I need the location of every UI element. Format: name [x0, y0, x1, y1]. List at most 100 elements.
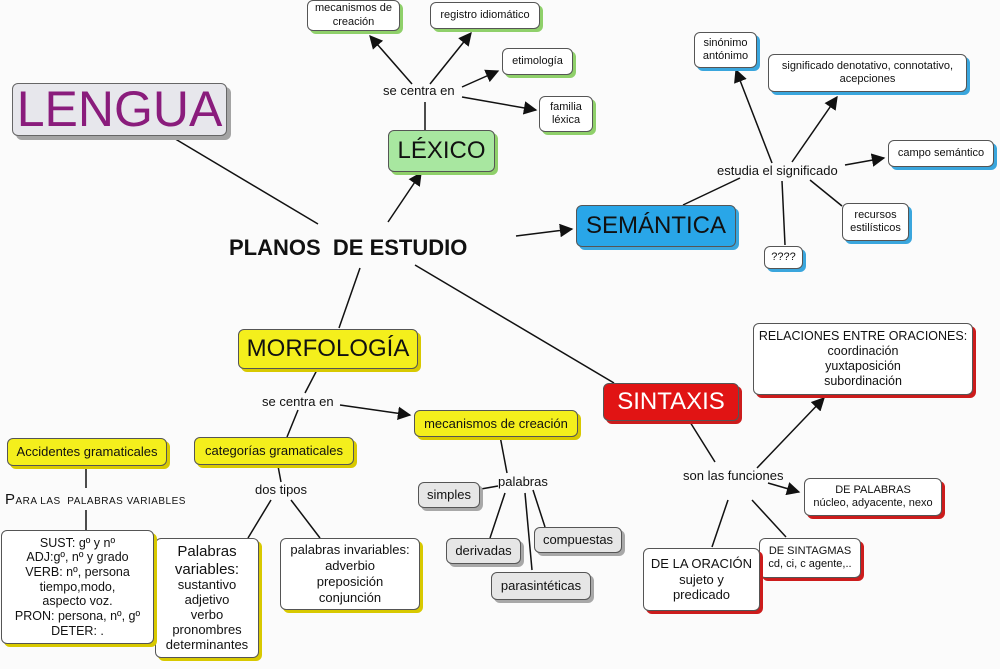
line-morfologia-link [304, 367, 319, 394]
relaciones-node: RELACIONES ENTRE ORACIONES: coordinación… [753, 323, 973, 395]
lexico-mecanismos-line-1: mecanismos de [314, 2, 393, 15]
line-center-lexico [387, 171, 422, 223]
line-link-palabras [767, 482, 801, 496]
invariables-heading: palabras invariables: [290, 542, 410, 558]
lexico-mecanismos-node: mecanismos de creación [307, 0, 400, 31]
lexico-etimologia-text: etimología [512, 54, 563, 67]
semantica-sinonimo-line-2: antónimo [702, 50, 749, 62]
simples-node: simples [418, 482, 480, 508]
semantica-sinonimo-node: sinónimo antónimo [694, 32, 757, 68]
accidentes-box-line-7: DETER: . [51, 623, 104, 638]
accidentes-box-line-5: aspecto voz. [42, 594, 113, 609]
accidentes-box-line-4: tiempo,modo, [39, 579, 116, 594]
line-link-campo [844, 153, 886, 167]
categorias-node: categorías gramaticales [194, 437, 354, 465]
line-sintaxis-link [689, 421, 716, 463]
line-title-center [171, 136, 319, 225]
line-mecanismos-palabras [499, 435, 508, 474]
semantica-significado-line-1: significado denotativo, connotativo, [781, 59, 954, 72]
semantica-sinonimo-line-1: sinónimo [703, 36, 748, 49]
accidentes-box-node: SUST: gº y nº ADJ:gº, nº y grado VERB: n… [1, 530, 154, 644]
title-lengua: LENGUA [12, 81, 227, 137]
sintaxis-label: SINTAXIS [617, 388, 725, 416]
invariables-item-2: preposición [316, 574, 384, 589]
line-categorias-dostipos [277, 465, 282, 483]
de-palabras-node: DE PALABRAS núcleo, adyacente, nexo [804, 478, 942, 516]
lexico-label: LÉXICO [397, 137, 486, 165]
morfologia-label: MORFOLOGÍA [246, 335, 410, 363]
accidentes-box-line-1: SUST: gº y nº [39, 535, 116, 550]
line-link-etimologia [461, 69, 500, 88]
invariables-item-3: conjunción [318, 589, 382, 605]
variables-heading-1: Palabras [177, 543, 237, 561]
lexico-registro-node: registro idiomático [430, 2, 540, 29]
lexico-etimologia-node: etimología [502, 48, 573, 75]
relaciones-item-3: subordinación [824, 374, 902, 389]
compuestas-node: compuestas [534, 527, 622, 553]
line-link-unknown [781, 180, 786, 246]
de-sintagmas-detail: cd, ci, c agente,.. [768, 558, 852, 570]
line-link-relaciones [756, 397, 825, 469]
line-center-semantica [515, 223, 574, 238]
de-sintagmas-node: DE SINTAGMAS cd, ci, c agente,.. [759, 538, 861, 578]
line-center-morfologia [338, 267, 361, 329]
para-variables-cap: P [5, 491, 16, 508]
parasinteticas-node: parasintéticas [491, 572, 591, 600]
semantica-recursos-line-2: estilísticos [850, 222, 901, 234]
variables-item-3: verbo [190, 606, 224, 622]
semantica-campo-text: campo semántico [897, 146, 985, 159]
line-link-sinonimo [734, 68, 773, 164]
semantica-significado-node: significado denotativo, connotativo, ace… [768, 54, 967, 92]
accidentes-text: Accidentes gramaticales [16, 444, 158, 460]
relaciones-heading: RELACIONES ENTRE ORACIONES: [758, 328, 968, 343]
parasinteticas-text: parasintéticas [500, 578, 582, 594]
variables-heading-2: variables: [174, 560, 240, 578]
line-link-oracion [711, 499, 729, 548]
de-la-oracion-node: DE LA ORACIÓN sujeto y predicado [643, 548, 760, 611]
line-link-categorias [286, 409, 299, 438]
line-palabras-simples [480, 485, 499, 490]
semantica-link-label: estudia el significado [717, 163, 838, 178]
semantica-label: SEMÁNTICA [585, 212, 726, 240]
para-variables-rest: ARA LAS PALABRAS VARIABLES [15, 496, 186, 507]
de-palabras-heading: DE PALABRAS [835, 483, 911, 496]
derivadas-text: derivadas [455, 543, 512, 559]
variables-item-1: sustantivo [177, 576, 237, 592]
semantica-node: SEMÁNTICA [576, 205, 736, 247]
semantica-recursos-node: recursos estilísticos [842, 203, 909, 241]
title-text: LENGUA [16, 81, 223, 137]
semantica-recursos-line-1: recursos [854, 208, 897, 221]
line-link-registro [429, 31, 472, 85]
line-dostipos-variables [247, 499, 272, 539]
line-link-familia [461, 96, 538, 115]
de-sintagmas-heading: DE SINTAGMAS [768, 544, 852, 557]
line-link-recursos [809, 179, 843, 207]
invariables-node: palabras invariables: adverbio preposici… [280, 538, 420, 610]
relaciones-item-2: yuxtaposición [825, 359, 901, 373]
derivadas-node: derivadas [446, 538, 521, 564]
line-link-mecanismos-creacion [339, 404, 412, 420]
morfologia-node: MORFOLOGÍA [238, 329, 418, 369]
semantica-campo-node: campo semántico [888, 140, 994, 167]
morfologia-link-label: se centra en [262, 394, 334, 409]
de-la-oracion-heading: DE LA ORACIÓN [650, 555, 753, 571]
sintaxis-link-label: son las funciones [683, 468, 784, 483]
dos-tipos-label: dos tipos [255, 482, 308, 497]
variables-node: Palabras variables: sustantivo adjetivo … [155, 538, 259, 658]
variables-item-5: determinantes [165, 636, 249, 652]
mecanismos-creacion-text: mecanismos de creación [424, 415, 568, 431]
de-la-oracion-line-2: sujeto y [679, 571, 724, 587]
para-variables-label: PARA LAS PALABRAS VARIABLES [5, 491, 186, 508]
lexico-mecanismos-line-2: creación [332, 15, 375, 28]
de-la-oracion-line-3: predicado [672, 587, 731, 603]
line-palabras-derivadas [489, 492, 506, 539]
lexico-link-label: se centra en [383, 83, 455, 98]
variables-item-4: pronombres [172, 621, 242, 637]
variables-item-2: adjetivo [184, 591, 230, 607]
relaciones-item-1: coordinación [827, 343, 899, 358]
de-palabras-detail: núcleo, adyacente, nexo [813, 497, 933, 509]
center-topic: PLANOS DE ESTUDIO [229, 235, 468, 260]
accidentes-box-line-2: ADJ:gº, nº y grado [26, 550, 129, 565]
lexico-familia-line-1: familia [550, 100, 582, 113]
